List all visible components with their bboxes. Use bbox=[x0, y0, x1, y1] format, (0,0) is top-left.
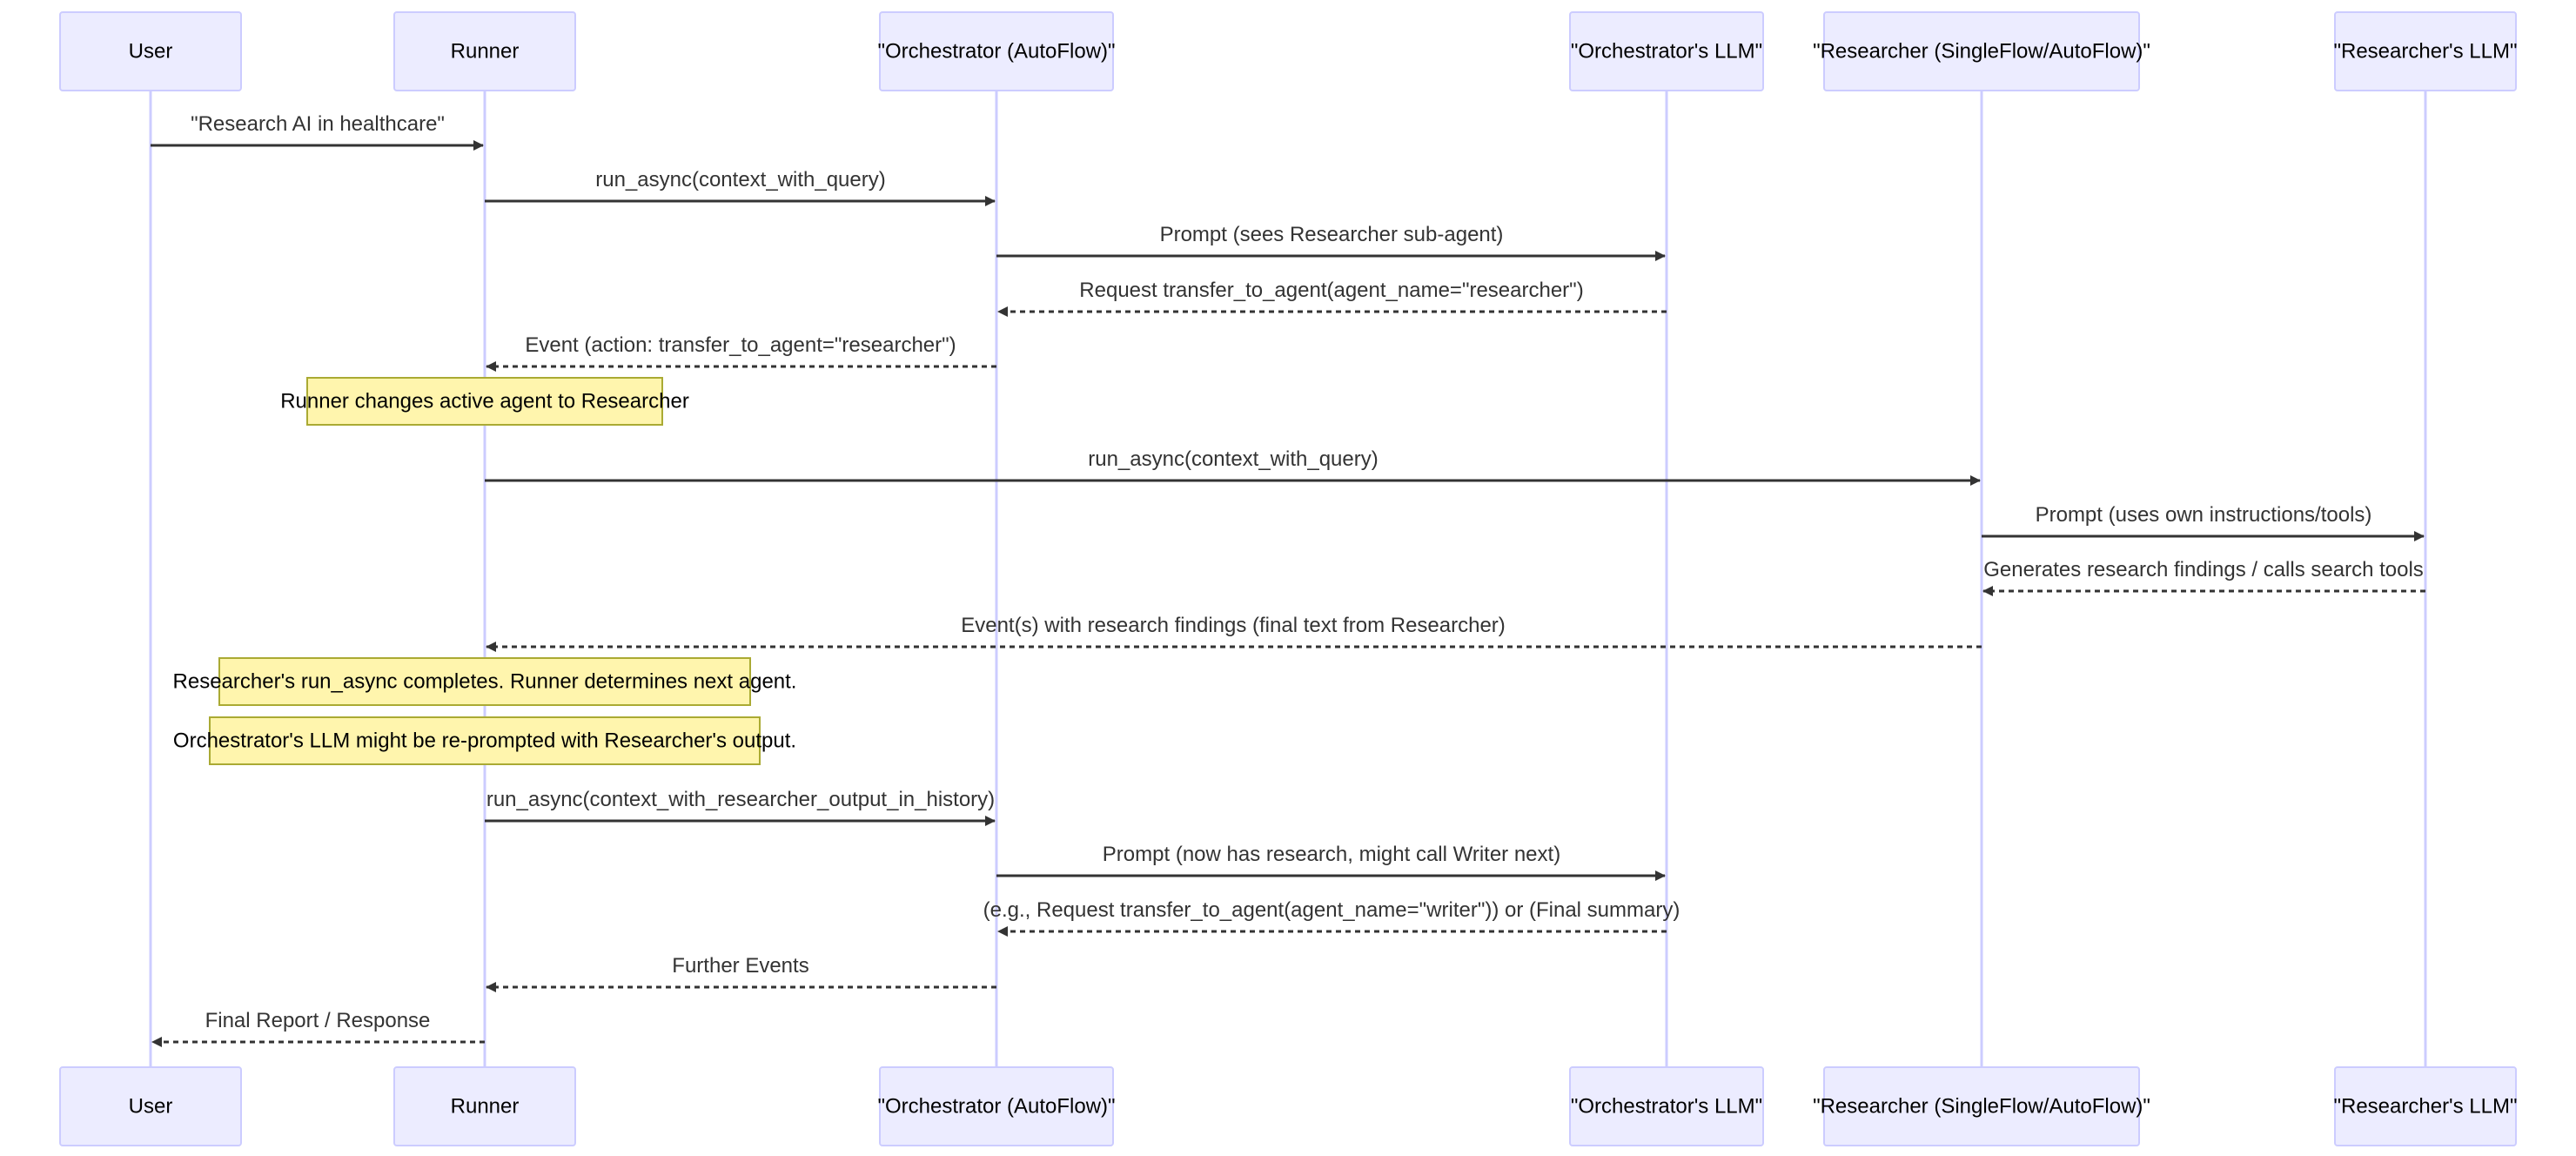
message-4: Request transfer_to_agent(agent_name="re… bbox=[997, 279, 1667, 317]
participants-bottom: User Runner "Orchestrator (AutoFlow)" "Orch… bbox=[59, 1066, 2518, 1146]
message-label: "Research AI in healthcare" bbox=[191, 112, 445, 136]
message-label: Further Events bbox=[672, 954, 808, 978]
participant-label: "Orchestrator (AutoFlow)" bbox=[877, 1095, 1115, 1119]
note-1: Runner changes active agent to Researche… bbox=[280, 377, 689, 426]
message-label: Prompt (uses own instructions/tools) bbox=[2036, 503, 2372, 527]
message-label: Event (action: transfer_to_agent="resear… bbox=[525, 333, 956, 357]
participant-orch_llm-top: "Orchestrator's LLM" bbox=[1569, 11, 1764, 91]
participant-orch-bottom: "Orchestrator (AutoFlow)" bbox=[877, 1066, 1116, 1146]
participant-orch_llm-bottom: "Orchestrator's LLM" bbox=[1569, 1066, 1764, 1146]
message-1: "Research AI in healthcare" bbox=[151, 112, 484, 151]
participant-box bbox=[59, 1066, 242, 1146]
participant-box bbox=[2334, 11, 2517, 91]
message-5: Event (action: transfer_to_agent="resear… bbox=[486, 333, 996, 372]
message-15: (e.g., Request transfer_to_agent(agent_n… bbox=[983, 898, 1680, 937]
message-label: Prompt (now has research, might call Wri… bbox=[1103, 843, 1560, 866]
participant-res-bottom: "Researcher (SingleFlow/AutoFlow)" bbox=[1813, 1066, 2150, 1146]
participant-box bbox=[1569, 11, 1764, 91]
message-label: Request transfer_to_agent(agent_name="re… bbox=[1079, 279, 1583, 302]
participant-runner-top: Runner bbox=[393, 11, 576, 91]
participant-box bbox=[1823, 11, 2140, 91]
message-14: Prompt (now has research, might call Wri… bbox=[996, 843, 1666, 881]
note-box bbox=[306, 377, 663, 426]
participant-label: "Orchestrator (AutoFlow)" bbox=[877, 40, 1115, 64]
note-label: Runner changes active agent to Researche… bbox=[280, 390, 689, 413]
participant-label: "Researcher (SingleFlow/AutoFlow)" bbox=[1813, 40, 2150, 64]
participant-label: Runner bbox=[451, 40, 520, 64]
participant-label: User bbox=[129, 1095, 173, 1119]
message-2: run_async(context_with_query) bbox=[485, 168, 996, 206]
participant-res_llm-bottom: "Researcher's LLM" bbox=[2333, 1066, 2518, 1146]
message-10: Event(s) with research findings (final t… bbox=[486, 614, 1982, 652]
participant-box bbox=[2334, 1066, 2517, 1146]
participant-box bbox=[879, 11, 1114, 91]
diagram-steps: "Research AI in healthcare" run_async(con… bbox=[151, 112, 2425, 1047]
participant-label: Runner bbox=[451, 1095, 520, 1119]
participant-box bbox=[393, 1066, 576, 1146]
message-label: run_async(context_with_query) bbox=[595, 168, 886, 192]
message-16: Further Events bbox=[486, 954, 996, 992]
message-label: run_async(context_with_query) bbox=[1088, 447, 1379, 471]
message-7: run_async(context_with_query) bbox=[485, 447, 1981, 486]
participant-label: User bbox=[129, 40, 173, 64]
participant-runner-bottom: Runner bbox=[393, 1066, 576, 1146]
note-2: Researcher's run_async completes. Runner… bbox=[173, 657, 797, 706]
participant-label: "Researcher's LLM" bbox=[2333, 1095, 2517, 1119]
participant-box bbox=[1569, 1066, 1764, 1146]
participant-box bbox=[59, 11, 242, 91]
message-label: Generates research findings / calls sear… bbox=[1983, 558, 2424, 581]
note-label: Orchestrator's LLM might be re-prompted … bbox=[173, 729, 796, 753]
note-3: Orchestrator's LLM might be re-prompted … bbox=[173, 716, 796, 765]
participant-res_llm-top: "Researcher's LLM" bbox=[2333, 11, 2518, 91]
participant-orch-top: "Orchestrator (AutoFlow)" bbox=[877, 11, 1116, 91]
message-label: (e.g., Request transfer_to_agent(agent_n… bbox=[983, 898, 1680, 922]
message-label: Final Report / Response bbox=[205, 1009, 431, 1032]
message-13: run_async(context_with_researcher_output… bbox=[485, 788, 996, 826]
message-label: run_async(context_with_researcher_output… bbox=[486, 788, 995, 811]
participant-label: "Researcher's LLM" bbox=[2333, 40, 2517, 64]
participant-user-top: User bbox=[59, 11, 242, 91]
note-box bbox=[218, 657, 751, 706]
message-3: Prompt (sees Researcher sub-agent) bbox=[996, 223, 1666, 261]
message-17: Final Report / Response bbox=[151, 1009, 485, 1047]
participant-label: "Orchestrator's LLM" bbox=[1571, 1095, 1762, 1119]
participant-res-top: "Researcher (SingleFlow/AutoFlow)" bbox=[1813, 11, 2150, 91]
participant-box bbox=[393, 11, 576, 91]
lifelines bbox=[149, 91, 2427, 1067]
participant-box bbox=[1823, 1066, 2140, 1146]
note-label: Researcher's run_async completes. Runner… bbox=[173, 670, 797, 694]
message-9: Generates research findings / calls sear… bbox=[1982, 558, 2425, 596]
message-label: Prompt (sees Researcher sub-agent) bbox=[1160, 223, 1504, 246]
participant-user-bottom: User bbox=[59, 1066, 242, 1146]
participant-box bbox=[879, 1066, 1114, 1146]
participants-top: User Runner "Orchestrator (AutoFlow)" "Orch… bbox=[59, 11, 2518, 91]
participant-label: "Researcher (SingleFlow/AutoFlow)" bbox=[1813, 1095, 2150, 1119]
message-label: Event(s) with research findings (final t… bbox=[961, 614, 1506, 637]
participant-label: "Orchestrator's LLM" bbox=[1571, 40, 1762, 64]
note-box bbox=[209, 716, 761, 765]
message-8: Prompt (uses own instructions/tools) bbox=[1982, 503, 2425, 541]
